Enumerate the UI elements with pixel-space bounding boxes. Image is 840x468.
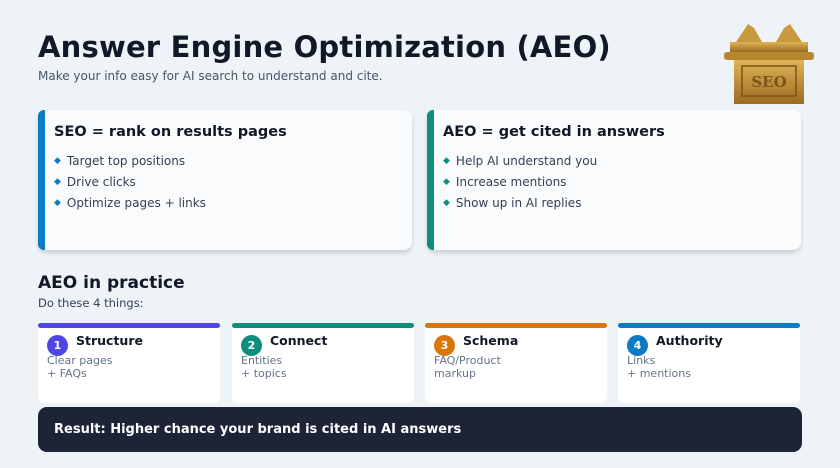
practice-subheading: Do these 4 things:	[38, 296, 144, 310]
svg-text:SEO: SEO	[751, 73, 786, 91]
step-number-badge: 4	[627, 335, 648, 356]
step-number-badge: 1	[47, 335, 68, 356]
practice-heading: AEO in practice	[38, 273, 185, 293]
seo-card-title: SEO = rank on results pages	[54, 124, 287, 140]
list-item: ◆Show up in AI replies	[443, 196, 582, 210]
step-accent-bar	[38, 323, 220, 328]
aeo-card-title: AEO = get cited in answers	[443, 124, 665, 140]
bullet-icon: ◆	[54, 198, 61, 208]
list-item: ◆Increase mentions	[443, 175, 567, 189]
list-item: ◆Target top positions	[54, 154, 186, 168]
page-title: Answer Engine Optimization (AEO)	[38, 30, 611, 64]
aeo-accent-bar	[427, 110, 434, 250]
step-card-connect: 2 Connect Entities + topics	[232, 323, 414, 403]
seo-ark-logo-icon: SEO	[724, 24, 814, 104]
step-description: FAQ/Product markup	[434, 354, 501, 380]
step-number-badge: 2	[241, 335, 262, 356]
step-accent-bar	[232, 323, 414, 328]
step-card-structure: 1 Structure Clear pages + FAQs	[38, 323, 220, 403]
step-name: Schema	[463, 333, 519, 348]
list-item: ◆Drive clicks	[54, 175, 136, 189]
step-description: Entities + topics	[241, 354, 287, 380]
step-accent-bar	[425, 323, 607, 328]
step-card-authority: 4 Authority Links + mentions	[618, 323, 800, 403]
step-name: Connect	[270, 333, 328, 348]
result-banner: Result: Higher chance your brand is cite…	[38, 407, 802, 452]
step-card-schema: 3 Schema FAQ/Product markup	[425, 323, 607, 403]
list-item: ◆Optimize pages + links	[54, 196, 206, 210]
seo-card: SEO = rank on results pages ◆Target top …	[38, 110, 412, 250]
bullet-icon: ◆	[443, 156, 450, 166]
bullet-icon: ◆	[443, 177, 450, 187]
bullet-icon: ◆	[54, 156, 61, 166]
step-description: Clear pages + FAQs	[47, 354, 113, 380]
list-item: ◆Help AI understand you	[443, 154, 598, 168]
step-number-badge: 3	[434, 335, 455, 356]
step-name: Authority	[656, 333, 723, 348]
bullet-icon: ◆	[54, 177, 61, 187]
step-accent-bar	[618, 323, 800, 328]
page-subtitle: Make your info easy for AI search to und…	[38, 69, 383, 83]
step-name: Structure	[76, 333, 143, 348]
step-description: Links + mentions	[627, 354, 691, 380]
seo-accent-bar	[38, 110, 45, 250]
aeo-card: AEO = get cited in answers ◆Help AI unde…	[427, 110, 801, 250]
bullet-icon: ◆	[443, 198, 450, 208]
